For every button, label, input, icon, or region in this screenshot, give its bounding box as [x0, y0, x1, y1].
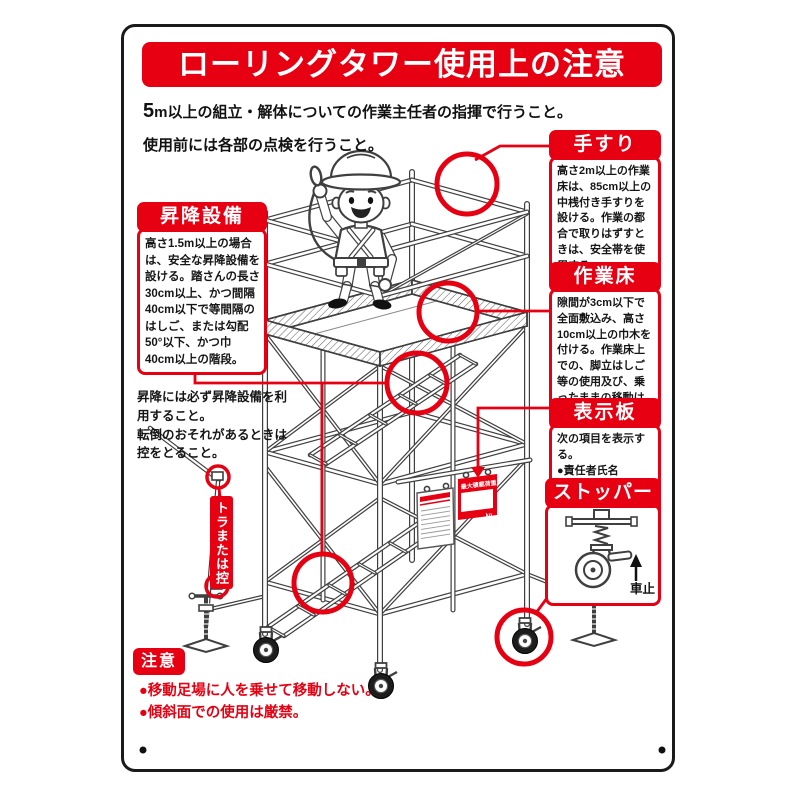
- wheel-stop-label: 車止: [629, 582, 655, 596]
- sign-title-banner: ローリングタワー使用上の注意: [142, 42, 662, 87]
- caution-label: 注意: [133, 648, 185, 675]
- display-board-item-1: ●責任者氏名: [557, 464, 619, 477]
- callout-line: [476, 406, 549, 469]
- intro-text: 5m以上の組立・解体についての作業主任者の指揮で行うこと。 使用前には各部の点検…: [143, 92, 572, 160]
- intro-line-1: 5m以上の組立・解体についての作業主任者の指揮で行うこと。: [143, 100, 573, 122]
- callout-line: [217, 487, 222, 498]
- callout-circle: [494, 607, 554, 667]
- climbing-note-line-2: 転倒のおそれがあるときは控をとること。: [137, 427, 288, 461]
- display-board-title: 表示板: [549, 398, 661, 428]
- svg-text:kg: kg: [486, 512, 493, 519]
- annotation-handrail: 手すり 高さ2m以上の作業床は、85cm以上の中桟付き手すりを設ける。作業の都合…: [549, 130, 661, 282]
- callout-circle: [434, 151, 500, 217]
- callout-arrow: [471, 467, 485, 478]
- annotation-climbing-equipment: 昇降設備 高さ1.5m以上の場合は、安全な昇降設備を設ける。踏さんの長さ30cm…: [137, 202, 267, 376]
- callout-circle: [384, 350, 450, 416]
- caution-bullets: ●移動足場に人を乗せて移動しない。 ●傾斜面での使用は厳禁。: [139, 680, 380, 725]
- sign-title: ローリングタワー使用上の注意: [178, 47, 626, 82]
- annotation-stopper: ストッパー 車止: [545, 478, 661, 606]
- callout-circle: [205, 464, 231, 490]
- climbing-equipment-body: 高さ1.5m以上の場合は、安全な昇降設備を設ける。踏さんの長さ30cm以上、かつ…: [137, 228, 267, 376]
- handrail-title: 手すり: [549, 130, 661, 160]
- climbing-note: 昇降には必ず昇降設備を利用すること。 転倒のおそれがあるときは控をとること。: [137, 388, 297, 463]
- wheel-stop-arrow-icon: [630, 554, 642, 567]
- display-board-lead: 次の項目を表示する。: [557, 433, 645, 461]
- worker-figure: [308, 149, 402, 310]
- climbing-equipment-title: 昇降設備: [137, 202, 267, 232]
- stopper-caster-icon: [565, 509, 642, 589]
- intro-line-2: 使用前には各部の点検を行うこと。: [143, 137, 384, 154]
- callout-circle: [291, 551, 355, 615]
- brace-label: トラまたは控: [210, 496, 233, 589]
- climbing-note-line-1: 昇降には必ず昇降設備を利用すること。: [137, 390, 288, 423]
- stopper-body: 車止: [545, 504, 661, 606]
- callout-line: [474, 144, 549, 162]
- stopper-title: ストッパー: [545, 478, 661, 508]
- caution-bullet-2: ●傾斜面での使用は厳禁。: [139, 705, 308, 722]
- work-floor-title: 作業床: [549, 262, 661, 292]
- caution-bullet-1: ●移動足場に人を乗せて移動しない。: [139, 683, 380, 699]
